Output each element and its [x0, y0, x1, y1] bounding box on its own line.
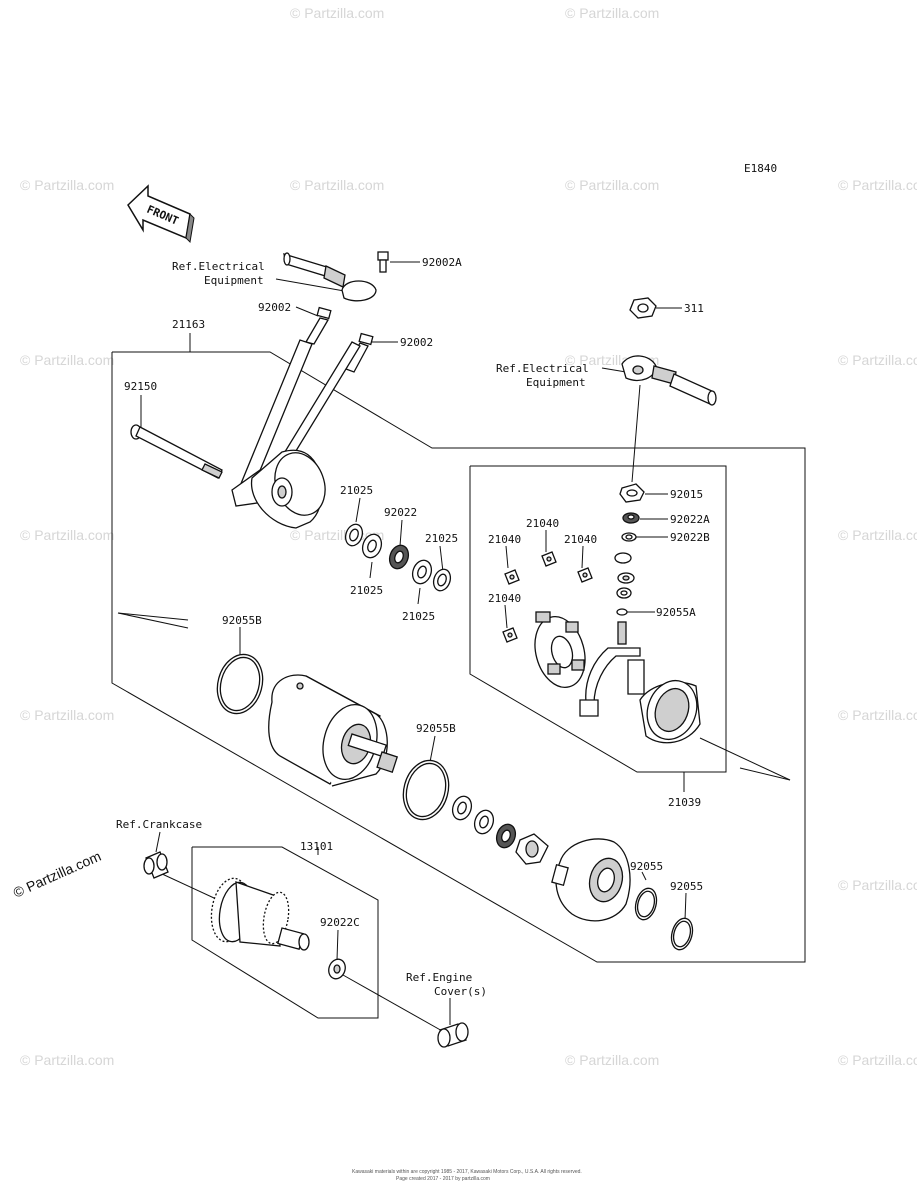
label-21039: 21039 — [668, 796, 701, 809]
o-ring-92055B-b-icon — [402, 759, 450, 821]
nut-311-icon — [629, 297, 657, 319]
label-13101: 13101 — [300, 840, 333, 853]
washer-92022A-icon — [622, 512, 640, 524]
label-21163: 21163 — [172, 318, 205, 331]
label-92150: 92150 — [124, 380, 157, 393]
watermark: © Partzilla.com — [20, 707, 114, 723]
label-92055-b: 92055 — [670, 880, 703, 893]
assembly-frame-21163 — [111, 333, 806, 963]
watermarks: © Partzilla.com © Partzilla.com © Partzi… — [11, 5, 917, 1068]
watermark: © Partzilla.com — [838, 1052, 917, 1068]
starter-gear-icon — [210, 877, 310, 951]
label-92015: 92015 — [670, 488, 703, 501]
washer-92022C-icon — [328, 958, 346, 980]
footer-credit: Page created 2017 - 2017 by partzilla.co… — [396, 1176, 490, 1182]
washer-set-icon — [344, 523, 452, 592]
watermark: © Partzilla.com — [20, 527, 114, 543]
watermark: © Partzilla.com — [20, 1052, 114, 1068]
label-21040-c: 21040 — [564, 533, 597, 546]
ref-electrical-2-line1: Ref.Electrical — [496, 362, 589, 375]
label-92022B: 92022B — [670, 531, 710, 544]
through-bolt-92150-icon — [130, 424, 223, 479]
label-92002-b: 92002 — [400, 336, 433, 349]
label-311: 311 — [684, 302, 704, 315]
shaft-washer-icon — [451, 795, 549, 865]
o-ring-92055-a-icon — [634, 887, 658, 921]
label-21025-d: 21025 — [402, 610, 435, 623]
ref-electrical-1-line1: Ref.Electrical — [172, 260, 265, 273]
watermark: © Partzilla.com — [565, 1052, 659, 1068]
footer-copyright: Kawasaki materials within are copyright … — [352, 1169, 582, 1175]
cable-terminal-1 — [283, 252, 377, 302]
label-92055B-b: 92055B — [416, 722, 456, 735]
brush-holder-icon — [534, 611, 586, 688]
label-21025-c: 21025 — [350, 584, 383, 597]
diagram-code: E1840 — [744, 162, 777, 175]
bushing-engine-cover-icon — [437, 1022, 469, 1048]
o-ring-92055B-a-icon — [216, 653, 264, 715]
ref-electrical-1-line2: Equipment — [204, 274, 264, 287]
ref-crankcase: Ref.Crankcase — [116, 818, 202, 831]
front-arrow-icon: FRONT — [127, 184, 195, 244]
terminal-bracket-icon — [579, 621, 645, 717]
label-21040-b: 21040 — [488, 533, 521, 546]
brush-spring-icon — [502, 551, 593, 643]
yoke-ring-icon — [639, 679, 701, 744]
label-21025-a: 21025 — [340, 484, 373, 497]
front-housing-icon — [551, 838, 631, 922]
assembly-frame-21039 — [469, 465, 791, 792]
watermark: © Partzilla.com — [290, 177, 384, 193]
ref-engine-line2: Cover(s) — [434, 985, 487, 998]
label-92055B-a: 92055B — [222, 614, 262, 627]
label-92002-a: 92002 — [258, 301, 291, 314]
bolt-92002A-icon — [377, 251, 389, 273]
watermark: © Partzilla.com — [20, 177, 114, 193]
ref-engine-line1: Ref.Engine — [406, 971, 472, 984]
label-92055-a: 92055 — [630, 860, 663, 873]
label-92022C: 92022C — [320, 916, 360, 929]
bolt-92002-a-icon — [305, 306, 332, 345]
watermark: © Partzilla.com — [838, 177, 917, 193]
watermark: © Partzilla.com — [838, 707, 917, 723]
end-cover-icon — [231, 339, 361, 529]
assembly-frame-13101 — [191, 846, 379, 1019]
label-92055A: 92055A — [656, 606, 696, 619]
label-92002A: 92002A — [422, 256, 462, 269]
label-92022: 92022 — [384, 506, 417, 519]
ref-electrical-2-line2: Equipment — [526, 376, 586, 389]
nut-92015-icon — [619, 483, 645, 503]
bushing-crankcase-icon — [143, 851, 169, 879]
label-21040-a: 21040 — [526, 517, 559, 530]
washer-stack-icon — [614, 552, 635, 616]
part-labels: Ref.Electrical Equipment 92002A 92002 92… — [116, 256, 710, 998]
watermark: © Partzilla.com — [565, 5, 659, 21]
leader-lines — [140, 261, 687, 1033]
label-21040-d: 21040 — [488, 592, 521, 605]
watermark: © Partzilla.com — [838, 877, 917, 893]
motor-yoke-icon — [268, 674, 399, 787]
watermark: © Partzilla.com — [838, 527, 917, 543]
watermark-dark: © Partzilla.com — [11, 848, 104, 901]
watermark: © Partzilla.com — [838, 352, 917, 368]
label-92022A: 92022A — [670, 513, 710, 526]
watermark: © Partzilla.com — [565, 177, 659, 193]
cable-terminal-2 — [621, 355, 717, 406]
watermark: © Partzilla.com — [290, 5, 384, 21]
o-ring-92055-b-icon — [670, 917, 694, 951]
label-21025-b: 21025 — [425, 532, 458, 545]
watermark: © Partzilla.com — [20, 352, 114, 368]
washer-92022B-icon — [621, 532, 637, 542]
